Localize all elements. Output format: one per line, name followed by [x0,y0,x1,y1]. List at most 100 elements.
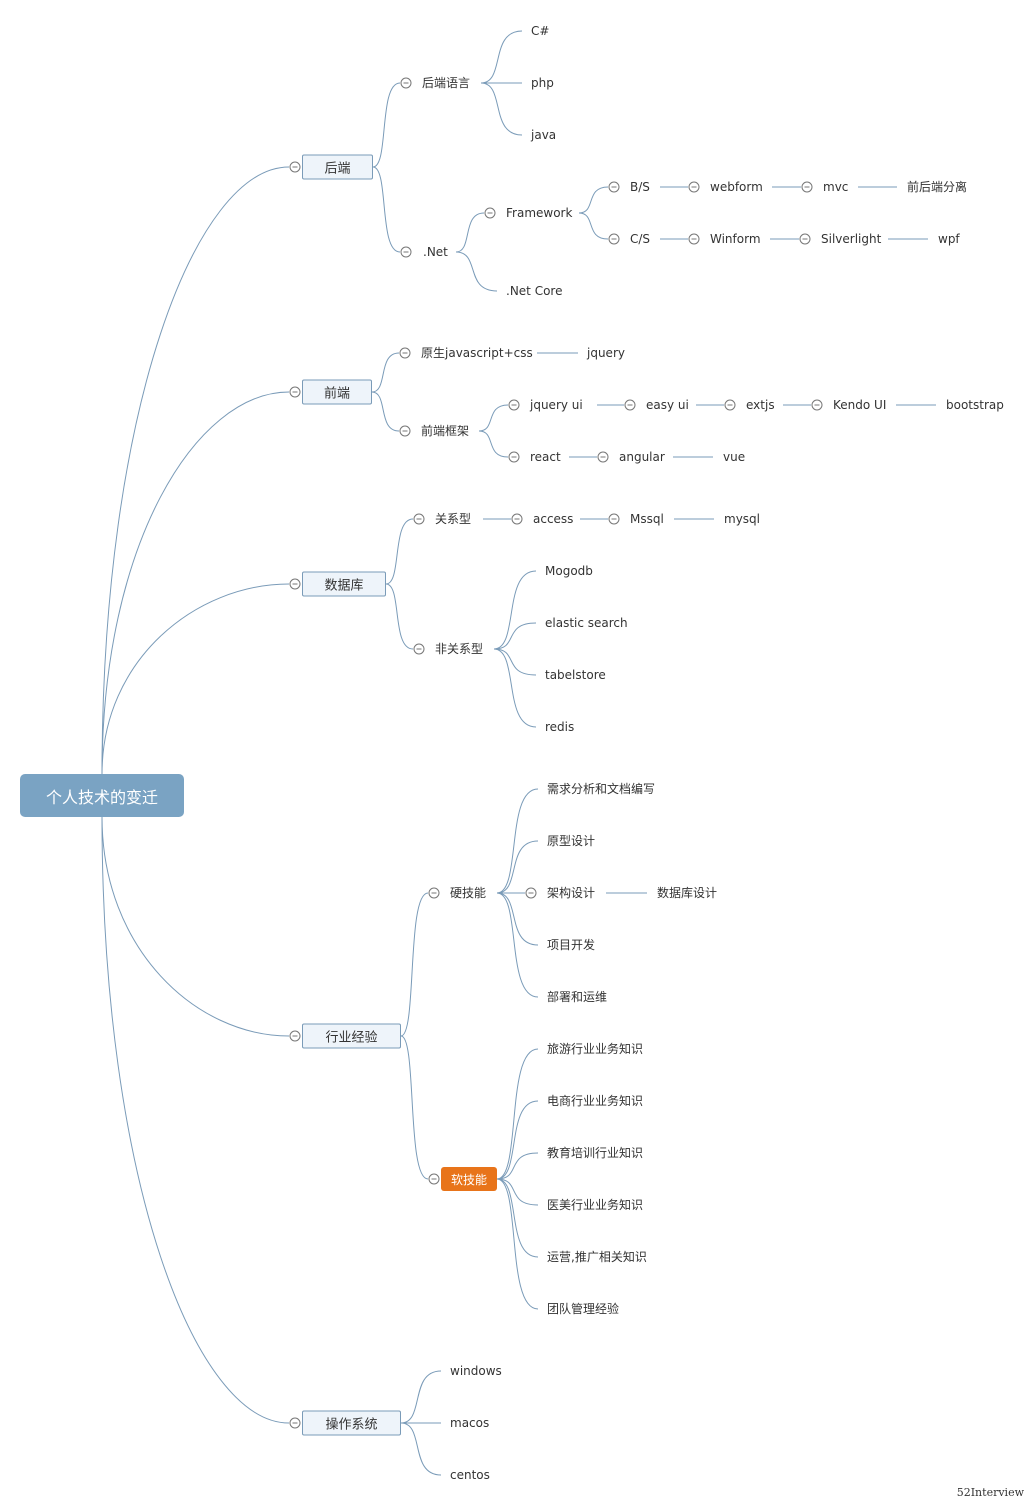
node-frontend-frameworks[interactable]: 前端框架 [421,424,470,438]
node-angular[interactable]: angular [619,450,665,464]
connector [400,1035,429,1180]
node-kendo[interactable]: Kendo UI [833,398,887,412]
node-silverlight[interactable]: Silverlight [821,232,882,246]
node-jquery[interactable]: jquery [587,346,625,360]
collapse-toggle-icon[interactable] [400,246,412,258]
collapse-toggle-icon[interactable] [413,513,425,525]
connector [493,570,537,650]
collapse-toggle-icon[interactable] [484,207,496,219]
node-db-design[interactable]: 数据库设计 [657,886,718,900]
collapse-toggle-icon[interactable] [399,425,411,437]
collapse-toggle-icon[interactable] [400,77,412,89]
collapse-toggle-icon[interactable] [399,347,411,359]
node-cs[interactable]: C/S [630,232,651,246]
root-topic[interactable]: 个人技术的变迁 [20,774,184,817]
node-elastic[interactable]: elastic search [545,616,628,630]
connector [480,82,523,136]
node-development[interactable]: 项目开发 [547,938,596,952]
node-jqueryui[interactable]: jquery ui [530,398,583,412]
collapse-toggle-icon[interactable] [688,233,700,245]
node-medical[interactable]: 医美行业业务知识 [547,1198,644,1212]
collapse-toggle-icon[interactable] [624,399,636,411]
node-prototype[interactable]: 原型设计 [547,834,596,848]
node-netcore[interactable]: .Net Core [506,284,563,298]
connector [578,186,609,214]
collapse-toggle-icon[interactable] [289,1417,301,1429]
node-dotnet[interactable]: .Net [423,245,448,259]
node-mogodb[interactable]: Mogodb [545,564,593,578]
topic-os[interactable]: 操作系统 [302,1410,401,1436]
node-backend-lang[interactable]: 后端语言 [422,76,471,90]
node-hard-skills[interactable]: 硬技能 [450,886,487,900]
collapse-toggle-icon[interactable] [608,513,620,525]
connector [493,648,537,728]
node-soft-skills[interactable]: 软技能 [441,1167,497,1191]
topic-industry[interactable]: 行业经验 [302,1023,401,1049]
connector [496,1178,539,1258]
node-easyui[interactable]: easy ui [646,398,689,412]
node-requirements[interactable]: 需求分析和文档编写 [547,782,656,796]
collapse-toggle-icon[interactable] [508,399,520,411]
collapse-toggle-icon[interactable] [413,643,425,655]
node-windows[interactable]: windows [450,1364,502,1378]
node-mysql[interactable]: mysql [724,512,760,526]
connector [496,1048,539,1180]
node-winform[interactable]: Winform [710,232,761,246]
node-wpf[interactable]: wpf [938,232,960,246]
collapse-toggle-icon[interactable] [608,233,620,245]
collapse-toggle-icon[interactable] [608,181,620,193]
node-php[interactable]: php [531,76,554,90]
collapse-toggle-icon[interactable] [508,451,520,463]
collapse-toggle-icon[interactable] [289,578,301,590]
collapse-toggle-icon[interactable] [688,181,700,193]
node-mvc[interactable]: mvc [823,180,849,194]
connector [455,212,485,253]
collapse-toggle-icon[interactable] [289,1030,301,1042]
collapse-toggle-icon[interactable] [289,386,301,398]
collapse-toggle-icon[interactable] [511,513,523,525]
node-mssql[interactable]: Mssql [630,512,664,526]
collapse-toggle-icon[interactable] [724,399,736,411]
node-redis[interactable]: redis [545,720,575,734]
node-nonrelational[interactable]: 非关系型 [435,642,484,656]
connector [372,166,401,253]
topic-frontend[interactable]: 前端 [302,379,372,405]
topic-backend[interactable]: 后端 [302,154,373,180]
collapse-toggle-icon[interactable] [525,887,537,899]
node-team[interactable]: 团队管理经验 [547,1302,620,1316]
node-ecommerce[interactable]: 电商行业业务知识 [547,1094,644,1108]
node-tabelstore[interactable]: tabelstore [545,668,606,682]
collapse-toggle-icon[interactable] [428,887,440,899]
node-bs[interactable]: B/S [630,180,650,194]
collapse-toggle-icon[interactable] [597,451,609,463]
collapse-toggle-icon[interactable] [811,399,823,411]
node-react[interactable]: react [530,450,561,464]
topic-database[interactable]: 数据库 [302,571,386,597]
node-native-js[interactable]: 原生javascript+css [421,346,533,360]
node-framework[interactable]: Framework [506,206,573,220]
node-relational[interactable]: 关系型 [435,512,472,526]
node-bootstrap[interactable]: bootstrap [946,398,1004,412]
collapse-toggle-icon[interactable] [799,233,811,245]
node-extjs[interactable]: extjs [746,398,775,412]
node-vue[interactable]: vue [723,450,746,464]
node-macos[interactable]: macos [450,1416,490,1430]
collapse-toggle-icon[interactable] [289,161,301,173]
node-webform[interactable]: webform [710,180,763,194]
connector [493,622,537,650]
connector [496,1152,539,1180]
connector [478,430,509,458]
connector [371,391,400,432]
node-architecture[interactable]: 架构设计 [547,886,596,900]
collapse-toggle-icon[interactable] [801,181,813,193]
node-csharp[interactable]: C# [531,24,550,38]
collapse-toggle-icon[interactable] [428,1173,440,1185]
node-access[interactable]: access [533,512,574,526]
node-education[interactable]: 教育培训行业知识 [547,1146,644,1160]
node-java[interactable]: java [531,128,557,142]
node-travel[interactable]: 旅游行业业务知识 [547,1042,644,1056]
node-operations[interactable]: 运营,推广相关知识 [547,1250,647,1264]
node-deployment[interactable]: 部署和运维 [547,990,608,1004]
node-centos[interactable]: centos [450,1468,490,1482]
node-separation[interactable]: 前后端分离 [907,180,968,194]
